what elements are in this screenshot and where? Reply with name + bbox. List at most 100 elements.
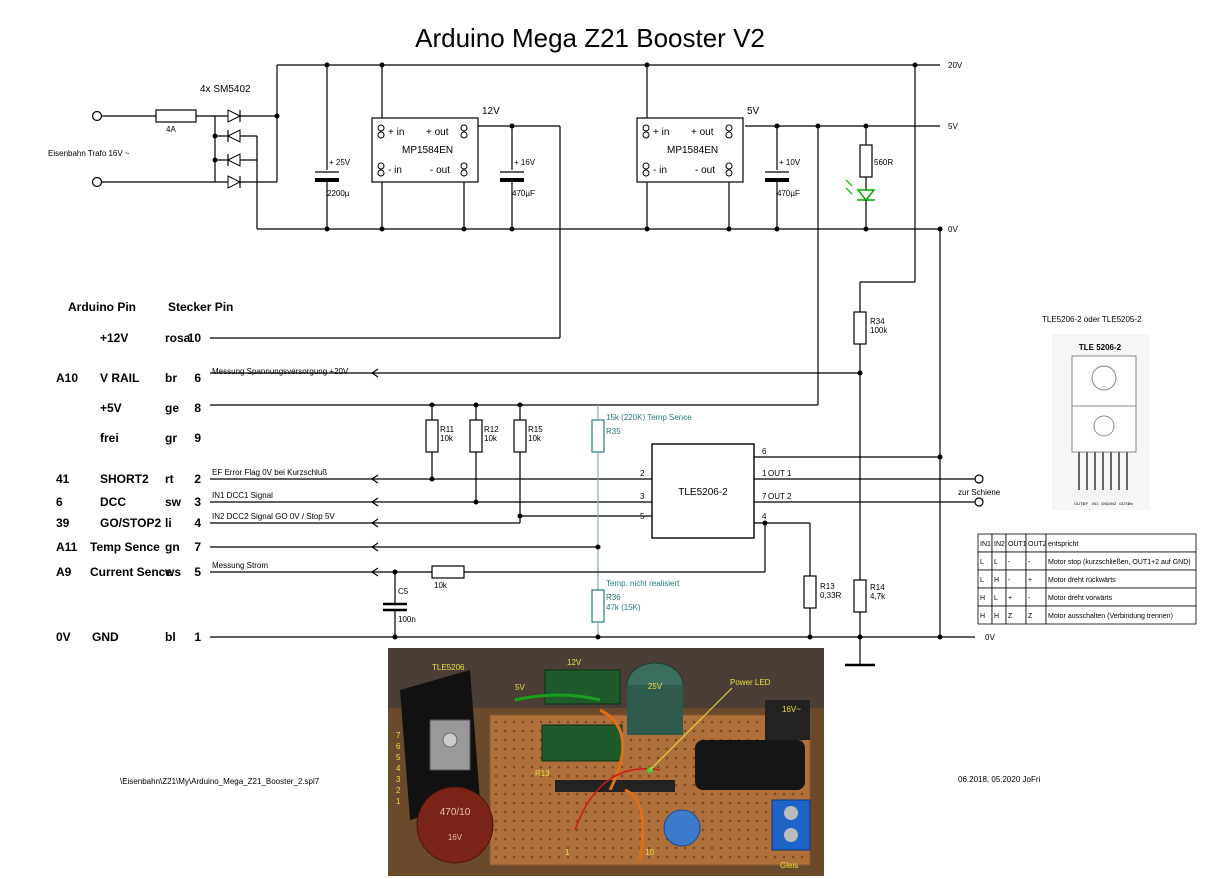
- svg-text:16V: 16V: [448, 833, 463, 842]
- resistor-r35: 15k (220K) Temp Sence R35: [591, 405, 692, 590]
- svg-text:1: 1: [762, 469, 767, 478]
- svg-text:R13: R13: [820, 582, 835, 591]
- diodes-label: 4x SM5402: [200, 84, 251, 95]
- table-cell: H: [994, 577, 999, 584]
- pin-num: 6: [194, 371, 201, 385]
- svg-text:R11: R11: [440, 425, 455, 434]
- rail-terminal: [974, 497, 984, 507]
- table-cell: Motor stop (kurzschließen, OUT1+2 auf GN…: [1048, 559, 1191, 566]
- svg-text:0,33R: 0,33R: [820, 591, 842, 600]
- pin-col: rosa: [165, 331, 191, 345]
- svg-text:- in: - in: [653, 165, 667, 176]
- table-cell: H: [994, 613, 999, 620]
- ds-pin-label: IN1: [1092, 501, 1099, 506]
- table-cell: OUT2: [1028, 541, 1047, 548]
- photo-pin-digit: 1: [396, 797, 401, 806]
- table-cell: -: [1008, 577, 1011, 584]
- pin-num: 3: [194, 495, 201, 509]
- pin-num: 9: [194, 431, 201, 445]
- table-cell: Z: [1028, 613, 1033, 620]
- photo-pin-digit: 7: [396, 731, 401, 740]
- svg-text:470µF: 470µF: [777, 189, 800, 198]
- svg-text:6: 6: [762, 447, 767, 456]
- photo-pin-digit: 4: [396, 764, 401, 773]
- pin-col: ws: [164, 565, 181, 579]
- pin-sig: +12V: [100, 331, 128, 345]
- diode-icon: [226, 129, 241, 143]
- svg-text:47k (15K): 47k (15K): [606, 603, 641, 612]
- table-cell: L: [980, 577, 984, 584]
- pin-sig: GO/STOP2: [100, 516, 161, 530]
- ds-pin-label: OUT1: [1074, 501, 1085, 506]
- table-cell: entspricht: [1048, 541, 1078, 548]
- diagram-title: Arduino Mega Z21 Booster V2: [415, 23, 765, 53]
- resistor-10k: 10k: [431, 523, 766, 590]
- photo-pin-digit: 2: [396, 786, 401, 795]
- regulator-board-12v: [544, 669, 621, 705]
- svg-text:10k: 10k: [434, 581, 448, 590]
- regulator-12v: + in + out MP1584EN - in - out 12V: [371, 62, 561, 338]
- table-cell: H: [980, 595, 985, 602]
- svg-text:560R: 560R: [874, 158, 893, 167]
- svg-text:OUT 1: OUT 1: [768, 469, 792, 478]
- capacitor-c5: C5 100n: [383, 569, 416, 640]
- resistor-r13: R13 0,33R: [803, 523, 842, 640]
- pin-col: gr: [165, 431, 177, 445]
- svg-text:+ 16V: + 16V: [514, 158, 536, 167]
- svg-text:100n: 100n: [398, 615, 416, 624]
- pin-num: 1: [194, 630, 201, 644]
- svg-text:+ out: + out: [691, 127, 714, 138]
- svg-text:12V: 12V: [482, 106, 500, 117]
- table-cell: L: [980, 559, 984, 566]
- svg-text:12V: 12V: [567, 658, 582, 667]
- svg-text:+ in: + in: [653, 127, 669, 138]
- svg-text:10k: 10k: [484, 434, 498, 443]
- ds-pin-label: OUT2: [1119, 501, 1130, 506]
- rail-gnd-label: 0V: [985, 633, 995, 642]
- rail-0v-top-label: 0V: [948, 225, 958, 234]
- svg-text:R13: R13: [535, 769, 550, 778]
- svg-text:C5: C5: [398, 587, 409, 596]
- diode-icon: [227, 109, 242, 123]
- table-cell: Motor dreht vorwärts: [1048, 595, 1113, 602]
- footer-path: \Eisenbahn\Z21\My\Arduino_Mega_Z21_Boost…: [120, 777, 320, 786]
- svg-text:R36: R36: [606, 593, 621, 602]
- pin-num: 7: [194, 540, 201, 554]
- pin-num: 10: [188, 331, 202, 345]
- input-section: Eisenbahn Trafo 16V ~ 4A 4x SM5402: [48, 65, 280, 229]
- svg-text:- out: - out: [430, 165, 450, 176]
- board-photo: 25V 470/10 16V TLE5206 12V 5V Power LED …: [388, 648, 824, 876]
- pin-num: 5: [194, 565, 201, 579]
- pin-ard: A9: [56, 565, 72, 579]
- pin-col: rt: [165, 472, 174, 486]
- pin-col: br: [165, 371, 177, 385]
- datasheet-section: TLE5206-2 oder TLE5205-2 TLE 5206-2 OUT1…: [1042, 315, 1150, 510]
- table-cell: Motor dreht rückwärts: [1048, 577, 1116, 584]
- pin-num: 2: [194, 472, 201, 486]
- svg-text:4: 4: [762, 512, 767, 521]
- svg-text:R14: R14: [870, 583, 885, 592]
- pin-col: bl: [165, 630, 176, 644]
- svg-text:+ 25V: + 25V: [329, 158, 351, 167]
- svg-text:5V: 5V: [747, 106, 760, 117]
- arduino-pin-header: Arduino Pin: [68, 300, 136, 314]
- svg-text:100k: 100k: [870, 326, 888, 335]
- svg-text:- in: - in: [388, 165, 402, 176]
- rail-terminal: [974, 474, 984, 484]
- svg-text:TLE5206: TLE5206: [432, 663, 465, 672]
- table-cell: L: [994, 595, 998, 602]
- pin-sig: +5V: [100, 401, 122, 415]
- svg-text:MP1584EN: MP1584EN: [402, 145, 453, 156]
- table-cell: -: [1008, 559, 1011, 566]
- dc-jack: [695, 740, 805, 790]
- resistor-r34: [853, 311, 867, 345]
- led-icon: [856, 189, 876, 202]
